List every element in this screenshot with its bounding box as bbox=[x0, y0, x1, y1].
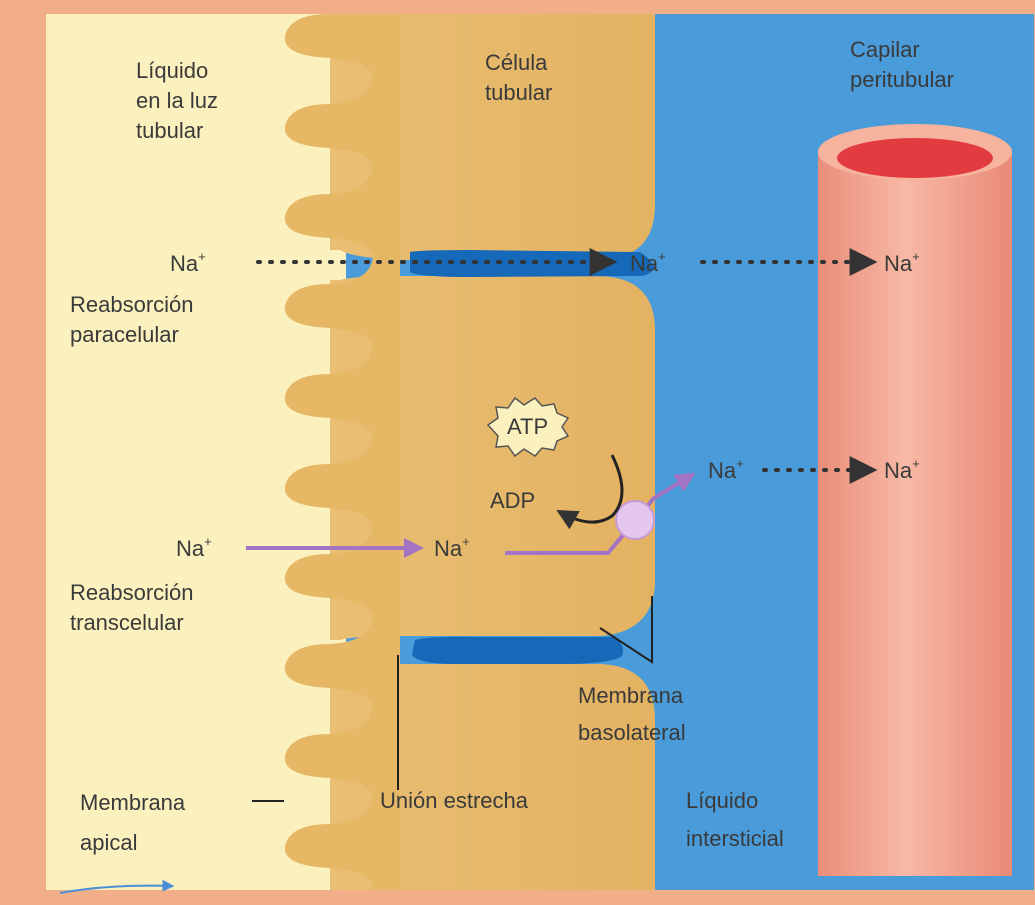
adp-label: ADP bbox=[490, 488, 535, 513]
tight-junction-channel bbox=[412, 637, 623, 664]
capillary-lumen bbox=[837, 138, 993, 178]
sodium-pump-icon bbox=[616, 501, 654, 539]
tight-junction-label: Unión estrecha bbox=[380, 788, 529, 813]
paracellular-channel bbox=[410, 250, 655, 277]
atp-label: ATP bbox=[507, 414, 548, 439]
